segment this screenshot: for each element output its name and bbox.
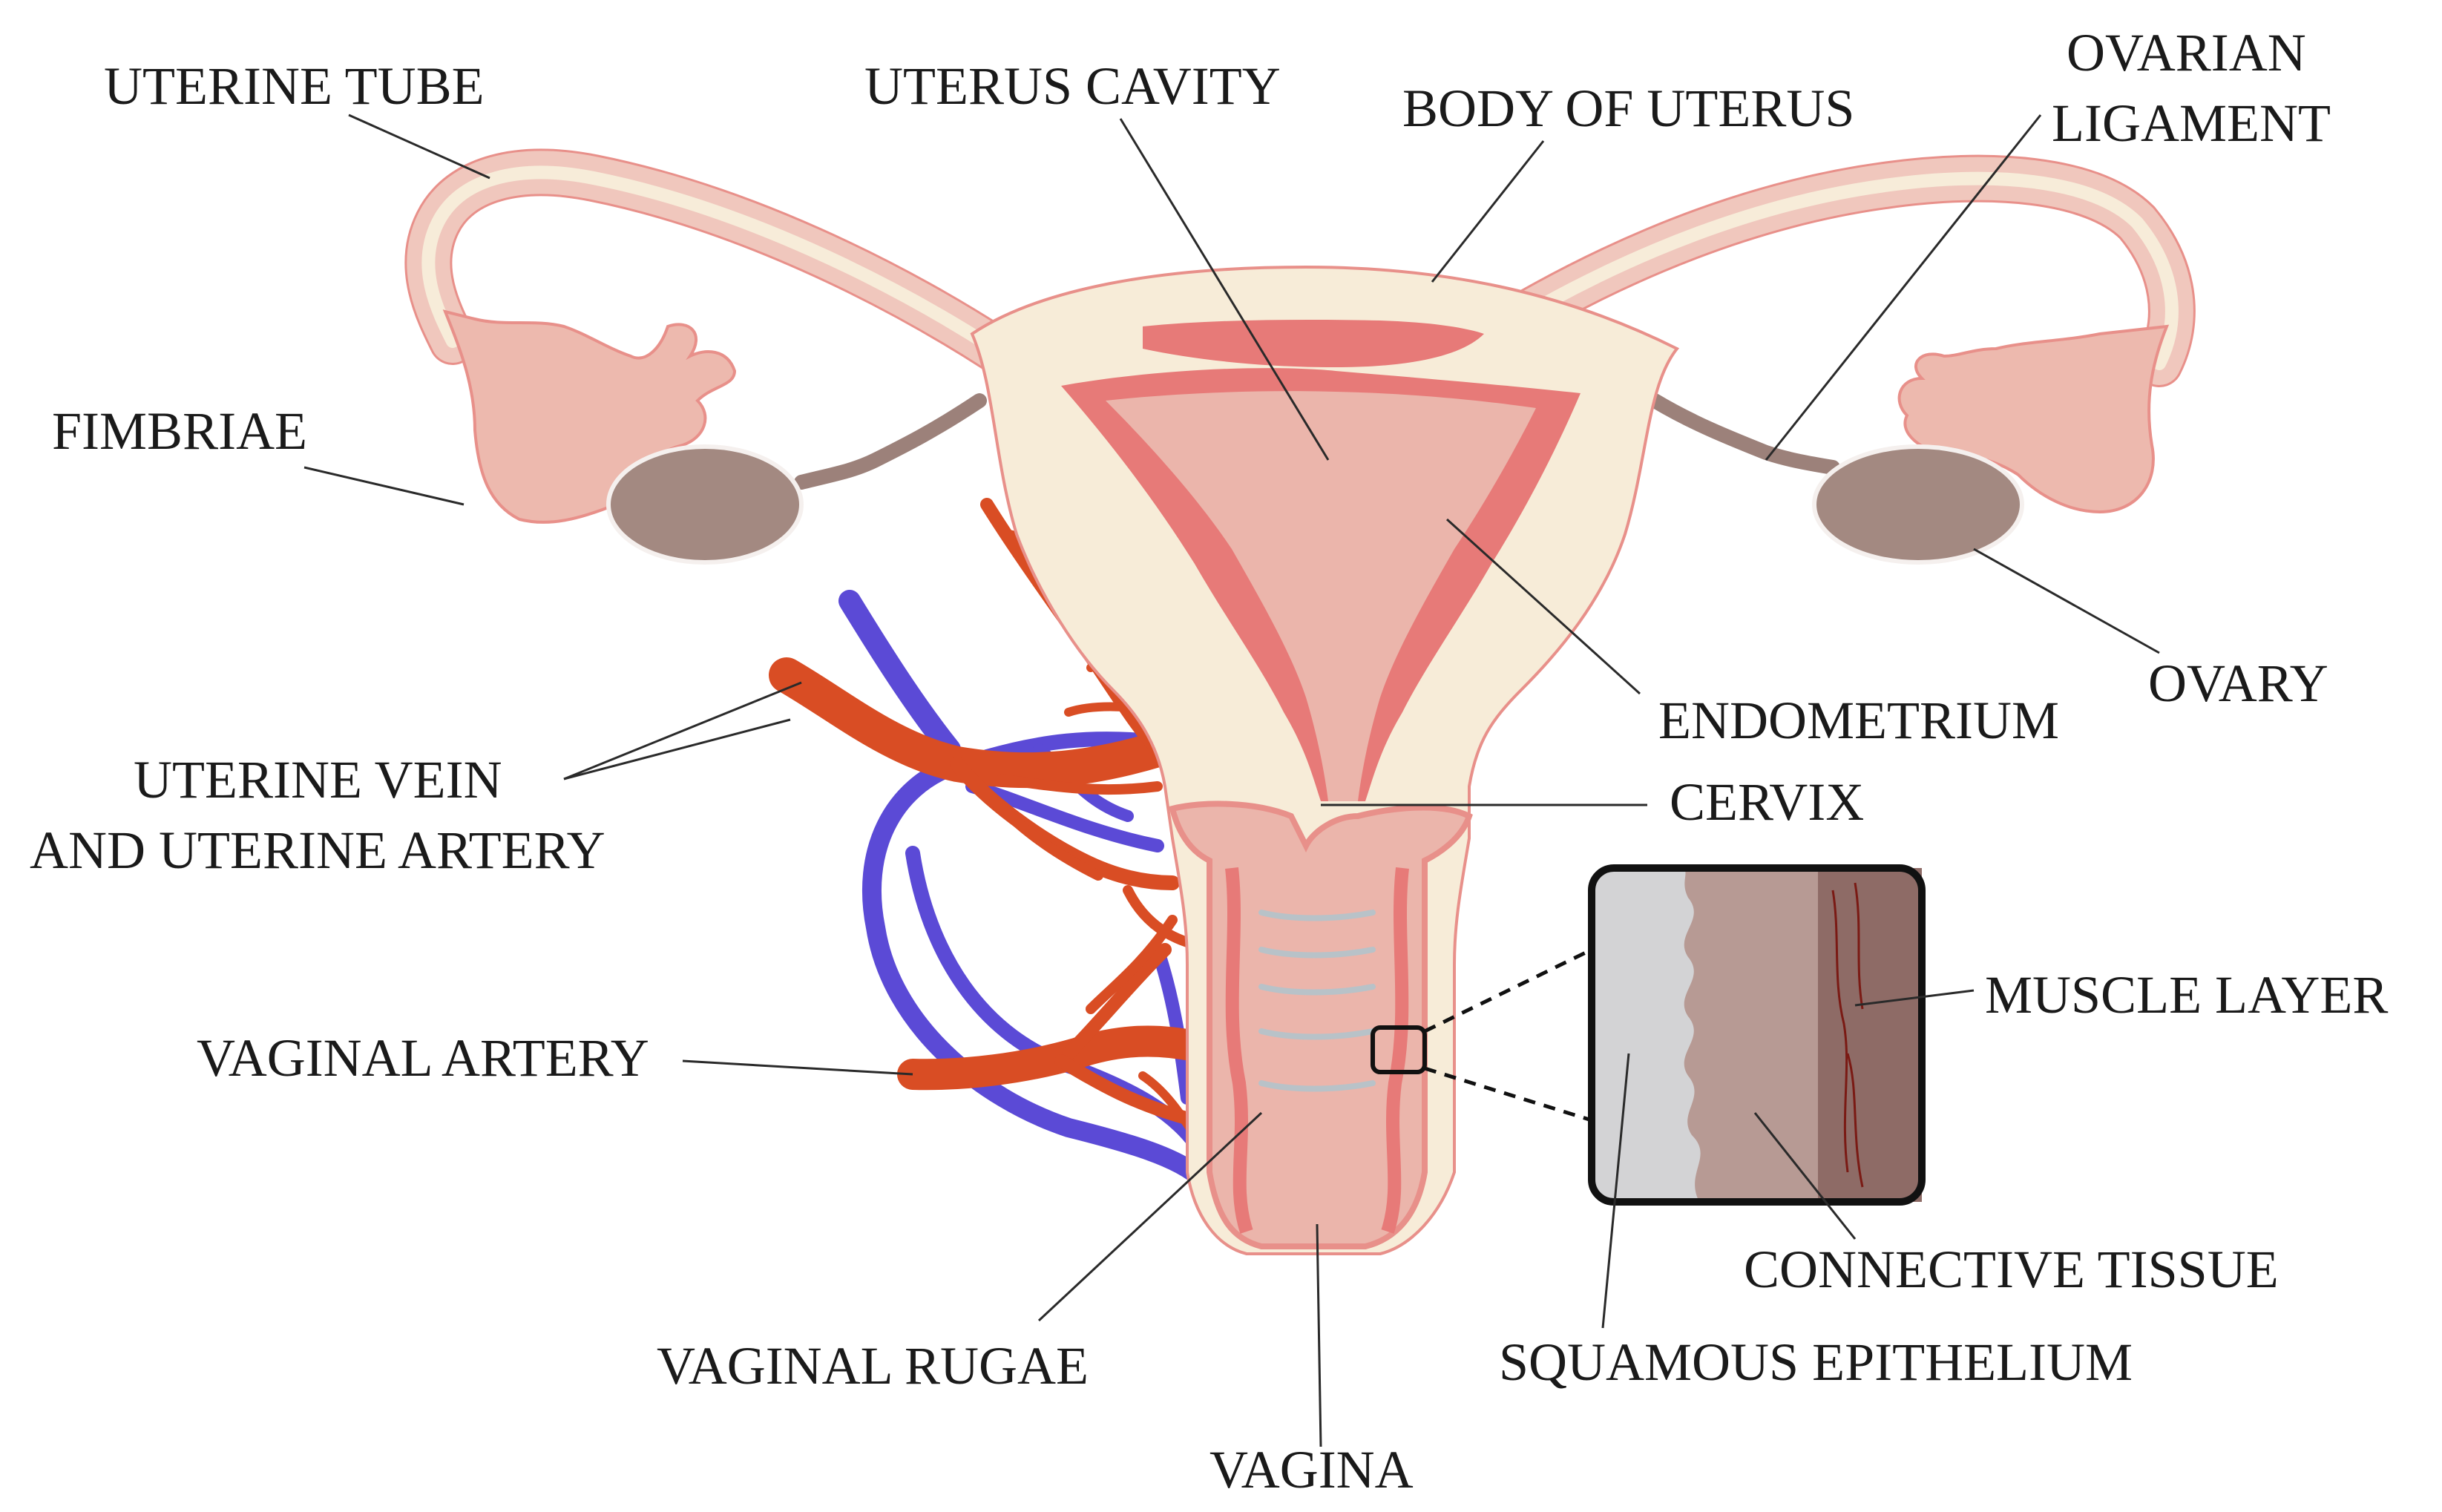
zoom-marker (1371, 1025, 1427, 1074)
left-uterine-tube (404, 148, 1018, 372)
right-uterine-tube (1445, 154, 2196, 387)
right-ovarian-ligament (1647, 393, 1840, 475)
label-uterine-tube: UTERINE TUBE (104, 56, 485, 116)
left-fimbriae (442, 309, 737, 524)
vaginal-rugae-lines (1258, 910, 1376, 1092)
leader-lines (303, 114, 2160, 1447)
label-vaginal-artery: VAGINAL ARTERY (197, 1028, 649, 1088)
label-ovarian-ligament-line1: OVARIAN (2067, 23, 2306, 82)
label-vaginal-rugae: VAGINAL RUGAE (657, 1336, 1089, 1396)
zoom-line-bottom (1424, 1066, 1592, 1123)
uterus-body (970, 265, 1680, 1255)
label-cervix: CERVIX (1670, 772, 1864, 832)
label-body-of-uterus: BODY OF UTERUS (1402, 79, 1854, 138)
label-ovarian-ligament-line2: LIGAMENT (2052, 93, 2331, 153)
label-uterine-vessels-line1: UTERINE VEIN (134, 750, 502, 809)
left-ovary (606, 444, 804, 565)
label-squamous-epithelium: SQUAMOUS EPITHELIUM (1499, 1332, 2133, 1392)
label-uterine-vessels-line2: AND UTERINE ARTERY (30, 821, 605, 880)
label-muscle-layer: MUSCLE LAYER (1985, 965, 2388, 1025)
diagram-labels: UTERINE TUBE UTERUS CAVITY BODY OF UTERU… (30, 23, 2388, 1499)
zoom-line-top (1423, 947, 1593, 1033)
label-vagina: VAGINA (1209, 1440, 1414, 1499)
tissue-inset (1588, 864, 1926, 1206)
label-connective-tissue: CONNECTIVE TISSUE (1744, 1240, 2279, 1299)
left-ovarian-ligament (794, 393, 987, 490)
cervix-vagina (1169, 801, 1473, 1249)
label-endometrium: ENDOMETRIUM (1658, 691, 2059, 750)
label-ovary: OVARY (2148, 654, 2328, 713)
label-uterus-cavity: UTERUS CAVITY (864, 56, 1281, 116)
right-ovary (1812, 444, 2024, 565)
label-fimbriae: FIMBRIAE (52, 401, 307, 461)
